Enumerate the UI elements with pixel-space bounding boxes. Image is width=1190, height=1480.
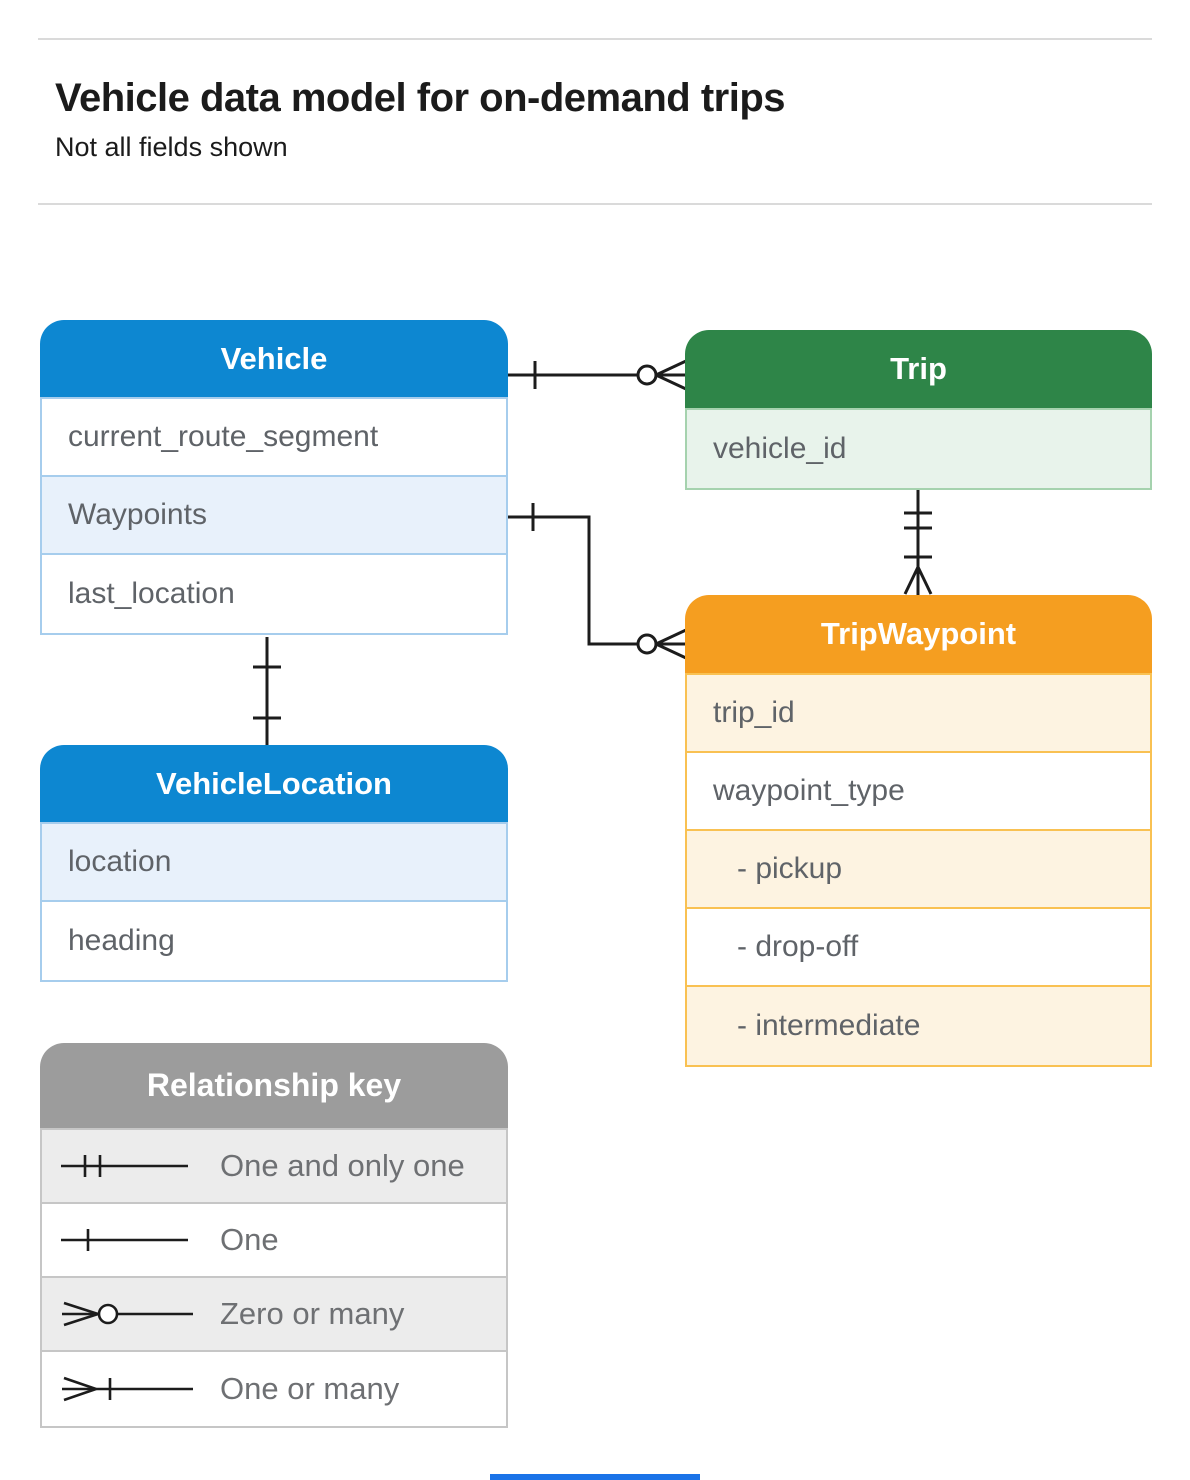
connector-vehicle-trip <box>508 359 687 391</box>
connector-waypoints-tripwaypoint <box>508 503 687 660</box>
trip-table: Trip vehicle_id <box>685 330 1152 490</box>
bottom-accent-bar <box>490 1474 700 1480</box>
tripwaypoint-field-trip-id: trip_id <box>687 675 1150 753</box>
relationship-key-header: Relationship key <box>40 1043 508 1128</box>
vehiclelocation-table-header: VehicleLocation <box>40 745 508 822</box>
trip-table-header: Trip <box>685 330 1152 408</box>
legend-row-one-or-many: One or many <box>42 1352 506 1426</box>
top-divider <box>38 38 1152 40</box>
vehicle-field-waypoints: Waypoints <box>42 477 506 555</box>
legend-label: One or many <box>220 1371 400 1406</box>
one-and-only-one-icon <box>61 1155 188 1177</box>
legend-row-one: One <box>42 1204 506 1278</box>
legend-label: One and only one <box>220 1148 465 1183</box>
vehiclelocation-field-heading: heading <box>42 902 506 980</box>
vehicle-field-last-location: last_location <box>42 555 506 633</box>
vehicle-table-header: Vehicle <box>40 320 508 397</box>
legend-label: Zero or many <box>220 1296 405 1331</box>
page-title: Vehicle data model for on-demand trips <box>55 76 786 120</box>
legend-label: One <box>220 1222 279 1257</box>
vehicle-table: Vehicle current_route_segment Waypoints … <box>40 320 508 635</box>
one-or-many-icon <box>62 1376 193 1402</box>
legend-row-zero-or-many: Zero or many <box>42 1278 506 1352</box>
trip-field-vehicle-id: vehicle_id <box>687 410 1150 488</box>
relationship-key: Relationship key One and only one One <box>40 1043 508 1428</box>
tripwaypoint-field-waypoint-type: waypoint_type <box>687 753 1150 831</box>
header-divider <box>38 203 1152 205</box>
connector-vehicle-vehiclelocation <box>253 637 281 745</box>
tripwaypoint-table-header: TripWaypoint <box>685 595 1152 673</box>
vehicle-field-current-route-segment: current_route_segment <box>42 399 506 477</box>
page-subtitle: Not all fields shown <box>55 132 288 162</box>
vehiclelocation-table: VehicleLocation location heading <box>40 745 508 982</box>
tripwaypoint-option-intermediate: - intermediate <box>687 987 1150 1065</box>
connector-trip-tripwaypoint <box>903 488 933 595</box>
tripwaypoint-option-pickup: - pickup <box>687 831 1150 909</box>
tripwaypoint-option-drop-off: - drop-off <box>687 909 1150 987</box>
tripwaypoint-table: TripWaypoint trip_id waypoint_type - pic… <box>685 595 1152 1067</box>
zero-or-many-icon <box>62 1301 193 1327</box>
legend-row-one-and-only-one: One and only one <box>42 1130 506 1204</box>
vehiclelocation-field-location: location <box>42 824 506 902</box>
one-icon <box>61 1229 188 1251</box>
